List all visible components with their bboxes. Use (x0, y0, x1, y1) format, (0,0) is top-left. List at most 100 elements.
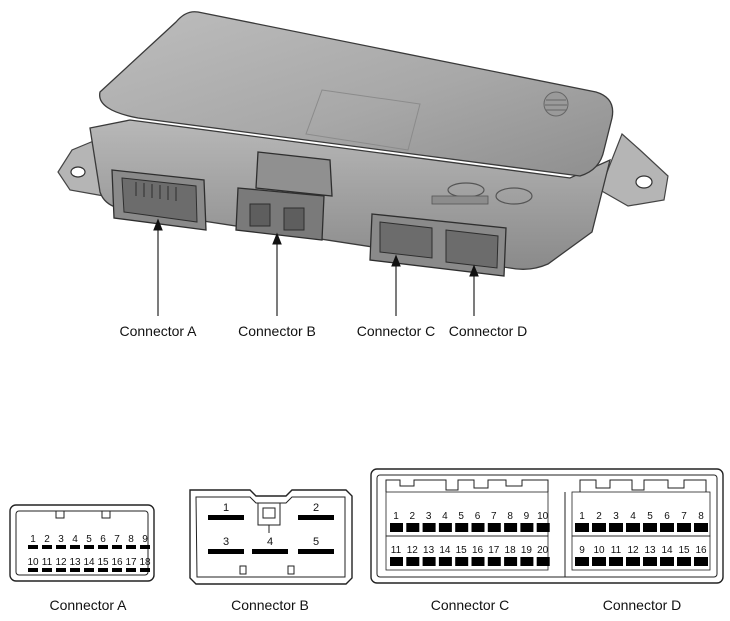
connector-b-pin-label: 1 (223, 502, 229, 514)
connector-a-terminal (140, 568, 150, 572)
connector-d-pin-label: 12 (627, 545, 639, 556)
connector-d-terminal (575, 557, 589, 566)
connector-d-pin-label: 1 (579, 511, 585, 522)
connector-a-terminal (28, 568, 38, 572)
connector-a-terminal (112, 568, 122, 572)
connector-a-terminal (140, 545, 150, 549)
connector-c-pin-label: 18 (505, 545, 517, 556)
connector-a-terminal (98, 545, 108, 549)
caption-connector-a: Connector A (49, 597, 127, 613)
connector-c-terminal (406, 523, 420, 532)
connector-c-pin-label: 19 (521, 545, 533, 556)
connector-c-terminal (471, 557, 485, 566)
connector-c-pin-label: 17 (488, 545, 500, 556)
connector-d-terminal (660, 523, 674, 532)
connector-a-pin-label: 2 (44, 534, 50, 545)
connector-a-pin-label: 5 (86, 534, 92, 545)
connector-c-terminal (455, 557, 469, 566)
callout-connector-d: Connector D (449, 323, 528, 339)
connector-c-terminal (471, 523, 485, 532)
connector-c-pin-label: 20 (537, 545, 549, 556)
connector-d-terminal (575, 523, 589, 532)
connector-a-pin-label: 8 (128, 534, 134, 545)
connector-c-terminal (536, 557, 550, 566)
connector-cd-socket (369, 213, 507, 277)
connector-c-terminal (487, 523, 501, 532)
connector-c-pin-label: 3 (426, 511, 432, 522)
connector-d-terminal (592, 523, 606, 532)
connector-b-terminal (208, 549, 244, 554)
connector-a-pin-label: 4 (72, 534, 78, 545)
connector-c-terminal (438, 523, 452, 532)
connector-a-pin-label: 15 (97, 557, 109, 568)
connector-a-terminal (98, 568, 108, 572)
lid-label-recess (305, 89, 421, 151)
connector-d-terminal (660, 557, 674, 566)
connector-c-terminal (487, 557, 501, 566)
connector-b-pin-label: 2 (313, 502, 319, 514)
connector-d-pin-label: 3 (613, 511, 619, 522)
connector-d-terminal (643, 557, 657, 566)
connector-c-pin-label: 7 (491, 511, 497, 522)
connector-a-terminal (42, 568, 52, 572)
callout-connector-b: Connector B (238, 323, 316, 339)
connector-a-terminal (28, 545, 38, 549)
connector-b-pin-label: 4 (267, 536, 273, 548)
connector-c-terminal (406, 557, 420, 566)
connector-d-terminal (677, 523, 691, 532)
connector-d-pin-label: 2 (596, 511, 602, 522)
connector-d-pin-label: 5 (647, 511, 653, 522)
connector-c-pin-label: 4 (442, 511, 448, 522)
connector-a-pin-label: 7 (114, 534, 120, 545)
connector-a-pin-label: 16 (111, 557, 123, 568)
connector-c-terminal (422, 557, 436, 566)
connector-c-pin-label: 11 (391, 545, 402, 556)
module-top-lid (99, 11, 614, 177)
connector-d-pin-label: 6 (664, 511, 670, 522)
connector-d-terminal (694, 523, 708, 532)
connector-b-terminal (298, 515, 334, 520)
connector-b-terminal (252, 549, 288, 554)
connector-d-pin-label: 15 (678, 545, 690, 556)
connector-a-pin-label: 3 (58, 534, 64, 545)
connector-d-pin-label: 11 (611, 545, 622, 556)
connector-d-pin-label: 8 (698, 511, 704, 522)
connector-c-terminal (422, 523, 436, 532)
connector-c-terminal (390, 523, 403, 532)
connector-c-terminal (390, 557, 403, 566)
connector-d-terminal (609, 523, 623, 532)
connector-a-terminal (56, 568, 66, 572)
connector-a-terminal (70, 545, 80, 549)
connector-d-pin-label: 13 (644, 545, 656, 556)
callout-connector-a: Connector A (119, 323, 197, 339)
connector-d-terminal (626, 523, 640, 532)
connector-a-terminal (84, 568, 94, 572)
connector-a-pin-label: 12 (55, 557, 67, 568)
connector-c-terminal (504, 557, 518, 566)
connector-c-terminal (455, 523, 469, 532)
connector-c-terminal (536, 523, 550, 532)
caption-connector-b: Connector B (231, 597, 309, 613)
right-mounting-hole (635, 175, 653, 189)
connector-a-pin-label: 18 (139, 557, 151, 568)
connector-a-pin-label: 13 (69, 557, 81, 568)
connector-b-terminal (208, 515, 244, 520)
connector-c-terminal (504, 523, 518, 532)
connector-c-pin-label: 5 (458, 511, 464, 522)
connector-c-pin-label: 10 (537, 511, 549, 522)
connector-d-terminal (694, 557, 708, 566)
connector-d-terminal (609, 557, 623, 566)
caption-connector-c: Connector C (431, 597, 510, 613)
connector-d-terminal (677, 557, 691, 566)
connector-d-pin-label: 16 (695, 545, 707, 556)
connector-a-terminal (56, 545, 66, 549)
connector-c-terminal (438, 557, 452, 566)
connector-a-pin-label: 17 (125, 557, 137, 568)
connector-c-terminal (520, 523, 534, 532)
connector-c-pin-label: 12 (407, 545, 419, 556)
callout-leaders (153, 218, 479, 316)
